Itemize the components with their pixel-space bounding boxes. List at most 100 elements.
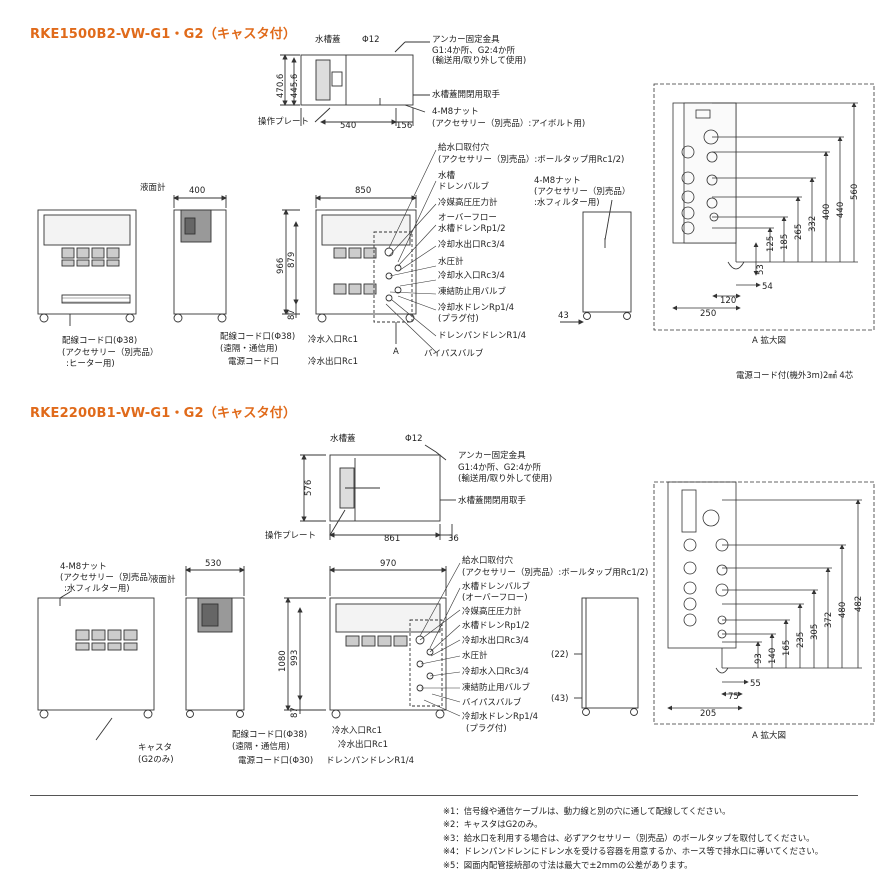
s2-top-h1: 576	[304, 480, 314, 496]
s1-callout-3: ドレンバルブ	[438, 181, 490, 192]
s2-top-view	[300, 444, 456, 540]
s1-detail-d6: 125	[766, 236, 776, 252]
s1-detail-d10: 250	[700, 309, 716, 319]
note-5: ※5：図面内配管接続部の寸法は最大で±2mmの公差があります。	[443, 859, 693, 870]
s2-detail-caption: A 拡大図	[752, 730, 786, 741]
s1-wire-port2-sub: (遠隔・通信用)	[220, 343, 278, 354]
s2-rear-d1: (22)	[551, 650, 568, 660]
s1-callout-12: (プラグ付)	[438, 313, 479, 324]
s2-detail-d6: 140	[768, 648, 778, 664]
s2-callout-10: バイパスバルブ	[462, 697, 522, 708]
s1-cord-note: 電源コード付(機外3m)2㎟ 4芯	[736, 370, 854, 380]
s2-top-w2: 36	[448, 534, 459, 544]
s2-side-h-mid: 993	[290, 650, 300, 666]
s2-detail-d4: 235	[796, 632, 806, 648]
s2-lid-handle-label: 水槽蓋開閉用取手	[458, 495, 527, 506]
s1-level-meter: 液面計	[140, 182, 166, 193]
s2-callout-2: 水槽ドレンバルブ	[462, 581, 531, 592]
s1-detail-d3: 332	[808, 216, 818, 232]
s2-caster-sub: (G2のみ)	[138, 755, 174, 765]
s2-detail-d8: 55	[750, 679, 761, 689]
s2-tank-lid-label: 水槽蓋	[330, 433, 356, 444]
s1-panel-label: 操作プレート	[258, 116, 309, 127]
note-2: ※2：キャスタはG2のみ。	[443, 819, 543, 830]
s2-callout-7: 水圧計	[462, 650, 488, 661]
s1-wire-port-sub1: (アクセサリー（別売品）	[62, 347, 158, 358]
s2-front-nut-sub2: :水フィルター用)	[64, 583, 130, 594]
s2-detail-d3: 305	[810, 624, 820, 640]
s2-rear-view	[574, 597, 639, 716]
s2-rear-d2: (43)	[551, 694, 568, 704]
s1-rear-nut: 4-M8ナット	[534, 176, 581, 186]
s1-middle-view	[173, 195, 227, 323]
s1-callout-4: 冷媒高圧圧力計	[438, 197, 498, 208]
s2-detail-d10: 205	[700, 709, 716, 719]
s2-front-view	[37, 591, 155, 741]
s2-power-port: 電源コード口(Φ30)	[238, 756, 313, 766]
s1-top-view	[280, 41, 430, 126]
s1-detail-d7: 53	[756, 264, 766, 275]
s1-callouts: 給水口取付穴 (アクセサリー（別売品）:ボールタップ用Rc1/2) 水槽 ドレン…	[424, 142, 624, 359]
s2-anchor-l2: (輸送用/取り外して使用)	[458, 473, 552, 484]
s2-callout-8: 冷却水入口Rc3/4	[462, 666, 529, 677]
s1-inlet: 冷水入口Rc1	[308, 334, 358, 345]
note-3: ※3：給水口を利用する場合は、必ずアクセサリー（別売品）のボールタップを取付して…	[443, 832, 815, 843]
s2-panel-label: 操作プレート	[265, 530, 316, 541]
section-2-title: RKE2200B1-VW-G1・G2（キャスタ付）	[30, 406, 297, 421]
s1-rear-d: 43	[558, 311, 569, 321]
s2-phi-label: Φ12	[405, 434, 423, 444]
s2-callout-4: 冷媒高圧圧力計	[462, 606, 522, 617]
s1-lid-handle-label: 水槽蓋開閉用取手	[432, 89, 501, 100]
s1-callout-10: 凍結防止用バルブ	[438, 286, 507, 297]
footer-divider	[30, 795, 858, 796]
s2-detail-d7: 93	[754, 653, 764, 664]
s1-side-width: 850	[355, 186, 371, 196]
s1-power-port: 電源コード口	[228, 357, 279, 367]
s1-detail-a	[653, 83, 875, 331]
s1-side-h-bot: 87	[287, 309, 297, 320]
s1-detail-caption: A 拡大図	[752, 335, 786, 346]
s2-detail-d9: 75	[728, 692, 739, 702]
s2-inlet: 冷水入口Rc1	[332, 725, 382, 736]
note-4: ※4：ドレンパンドレンにドレン水を受ける容器を用意するか、ホース等で排水口に導い…	[443, 846, 824, 857]
s2-caster: キャスタ	[138, 743, 172, 753]
s2-detail-d5: 165	[782, 640, 792, 656]
s2-front-nut-sub1: (アクセサリー（別売品）	[60, 572, 156, 583]
s2-outlet: 冷水出口Rc1	[338, 739, 388, 750]
notes-block: ※1：信号線や通信ケーブルは、動力線と別の穴に通して配線してください。 ※2：キ…	[443, 805, 823, 872]
s1-side-h-total: 966	[276, 258, 286, 274]
s1-anchor-title: アンカー固定金具	[432, 34, 500, 45]
s2-callout-leaders	[419, 562, 461, 717]
s2-callout-0: 給水口取付穴	[462, 555, 514, 566]
s2-callout-3: (オーバーフロー)	[462, 593, 528, 603]
s2-callout-11: 冷却水ドレンRp1/4	[462, 711, 538, 722]
s1-top-h2: 445.6	[290, 74, 300, 98]
s2-callout-6: 冷却水出口Rc3/4	[462, 635, 529, 646]
s1-outlet: 冷水出口Rc1	[308, 356, 358, 367]
s1-rear-view	[560, 199, 632, 325]
s2-side-view	[284, 566, 447, 719]
s1-detail-d5: 185	[780, 234, 790, 250]
s1-detail-d2: 400	[822, 204, 832, 220]
s2-callouts: 給水口取付穴 (アクセサリー（別売品）:ボールタップ用Rc1/2) 水槽ドレンバ…	[462, 555, 648, 734]
s1-tank-lid-label: 水槽蓋	[315, 34, 341, 45]
s1-callout-9: 冷却水入口Rc3/4	[438, 270, 505, 281]
s2-callout-9: 凍結防止用バルブ	[462, 682, 531, 693]
s1-detail-d9: 120	[720, 296, 736, 306]
section-1-title: RKE1500B2-VW-G1・G2（キャスタ付）	[30, 27, 297, 42]
s2-mid-width: 530	[205, 559, 221, 569]
s1-callout-5: オーバーフロー	[438, 213, 497, 223]
s1-detail-d8: 54	[762, 282, 773, 292]
s1-callout-14: バイパスバルブ	[424, 348, 484, 359]
s1-anchor-l2: (輸送用/取り外して使用)	[432, 55, 526, 66]
s2-callout-5: 水槽ドレンRp1/2	[462, 620, 529, 631]
s1-callout-1: (アクセサリー（別売品）:ボールタップ用Rc1/2)	[438, 154, 624, 165]
s1-wire-port2: 配線コード口(Φ38)	[220, 331, 295, 342]
s1-nut-label: 4-M8ナット	[432, 107, 479, 117]
s2-level-meter: 液面計	[150, 574, 176, 585]
s2-side-h-bot: 87	[290, 707, 300, 718]
s2-detail-d2: 372	[824, 612, 834, 628]
s2-wire-port2: 配線コード口(Φ38)	[232, 729, 307, 740]
s2-side-h-total: 1080	[278, 650, 288, 672]
